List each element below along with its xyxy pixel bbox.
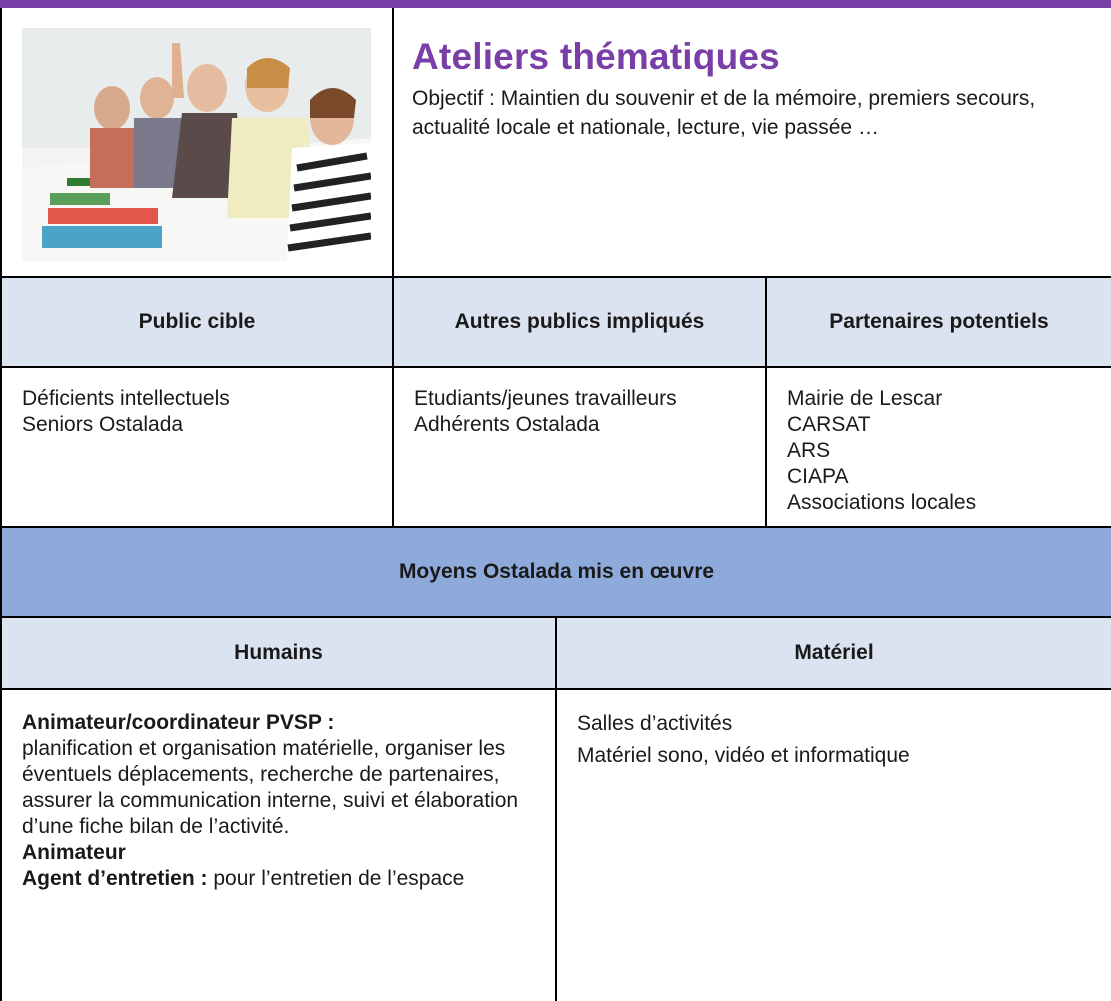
list-item: Salles d’activités xyxy=(577,712,733,735)
coordinator-block: Animateur/coordinateur PVSP : planificati… xyxy=(22,710,535,840)
audience-header-row: Public cible Autres publics impliqués Pa… xyxy=(0,278,1111,368)
moyens-header-row: Moyens Ostalada mis en œuvre xyxy=(0,528,1111,618)
moyens-subheader-row: Humains Matériel xyxy=(0,618,1111,690)
moyens-content-row: Animateur/coordinateur PVSP : planificati… xyxy=(0,690,1111,1001)
list-item: Associations locales xyxy=(787,491,977,514)
page-title: Ateliers thématiques xyxy=(412,36,780,77)
coordinator-text: planification et organisation matérielle… xyxy=(22,737,519,838)
list-item: CIAPA xyxy=(787,465,849,488)
list-item: Mairie de Lescar xyxy=(787,387,943,410)
public-cible-header: Public cible xyxy=(2,278,394,366)
list-item: Matériel sono, vidéo et informatique xyxy=(577,744,910,767)
autres-publics-list: Etudiants/jeunes travailleurs Adhérents … xyxy=(394,368,767,526)
list-item: Etudiants/jeunes travailleurs xyxy=(414,387,677,410)
seniors-classroom-photo xyxy=(22,28,371,261)
partenaires-header: Partenaires potentiels xyxy=(829,310,1049,333)
header-section: Ateliers thématiques Objectif : Maintien… xyxy=(0,8,1111,278)
agent-block: Agent d’entretien : pour l’entretien de … xyxy=(22,866,535,892)
materiel-header: Matériel xyxy=(794,641,874,664)
top-accent-bar xyxy=(0,0,1111,8)
list-item: Seniors Ostalada xyxy=(22,413,184,436)
materiel-content: Salles d’activités Matériel sono, vidéo … xyxy=(557,690,1111,1001)
public-cible-list: Déficients intellectuels Seniors Ostalad… xyxy=(2,368,394,526)
list-item: CARSAT xyxy=(787,413,871,436)
audience-content-row: Déficients intellectuels Seniors Ostalad… xyxy=(0,368,1111,528)
objective-text: Objectif : Maintien du souvenir et de la… xyxy=(412,87,1036,139)
partenaires-list: Mairie de Lescar CARSAT ARS CIAPA Associ… xyxy=(767,368,1111,526)
animateur-label: Animateur xyxy=(22,841,126,864)
list-item: ARS xyxy=(787,439,831,462)
humains-header: Humains xyxy=(2,618,557,688)
list-item: Adhérents Ostalada xyxy=(414,413,600,436)
humains-content: Animateur/coordinateur PVSP : planificati… xyxy=(2,690,557,1001)
coordinator-title: Animateur/coordinateur PVSP : xyxy=(22,711,335,734)
list-item: Déficients intellectuels xyxy=(22,387,230,410)
photo-cell xyxy=(0,8,394,278)
autres-publics-header: Autres publics impliqués xyxy=(394,278,767,366)
agent-title: Agent d’entretien : xyxy=(22,867,208,890)
agent-text: pour l’entretien de l’espace xyxy=(207,867,465,890)
moyens-title: Moyens Ostalada mis en œuvre xyxy=(398,560,715,583)
